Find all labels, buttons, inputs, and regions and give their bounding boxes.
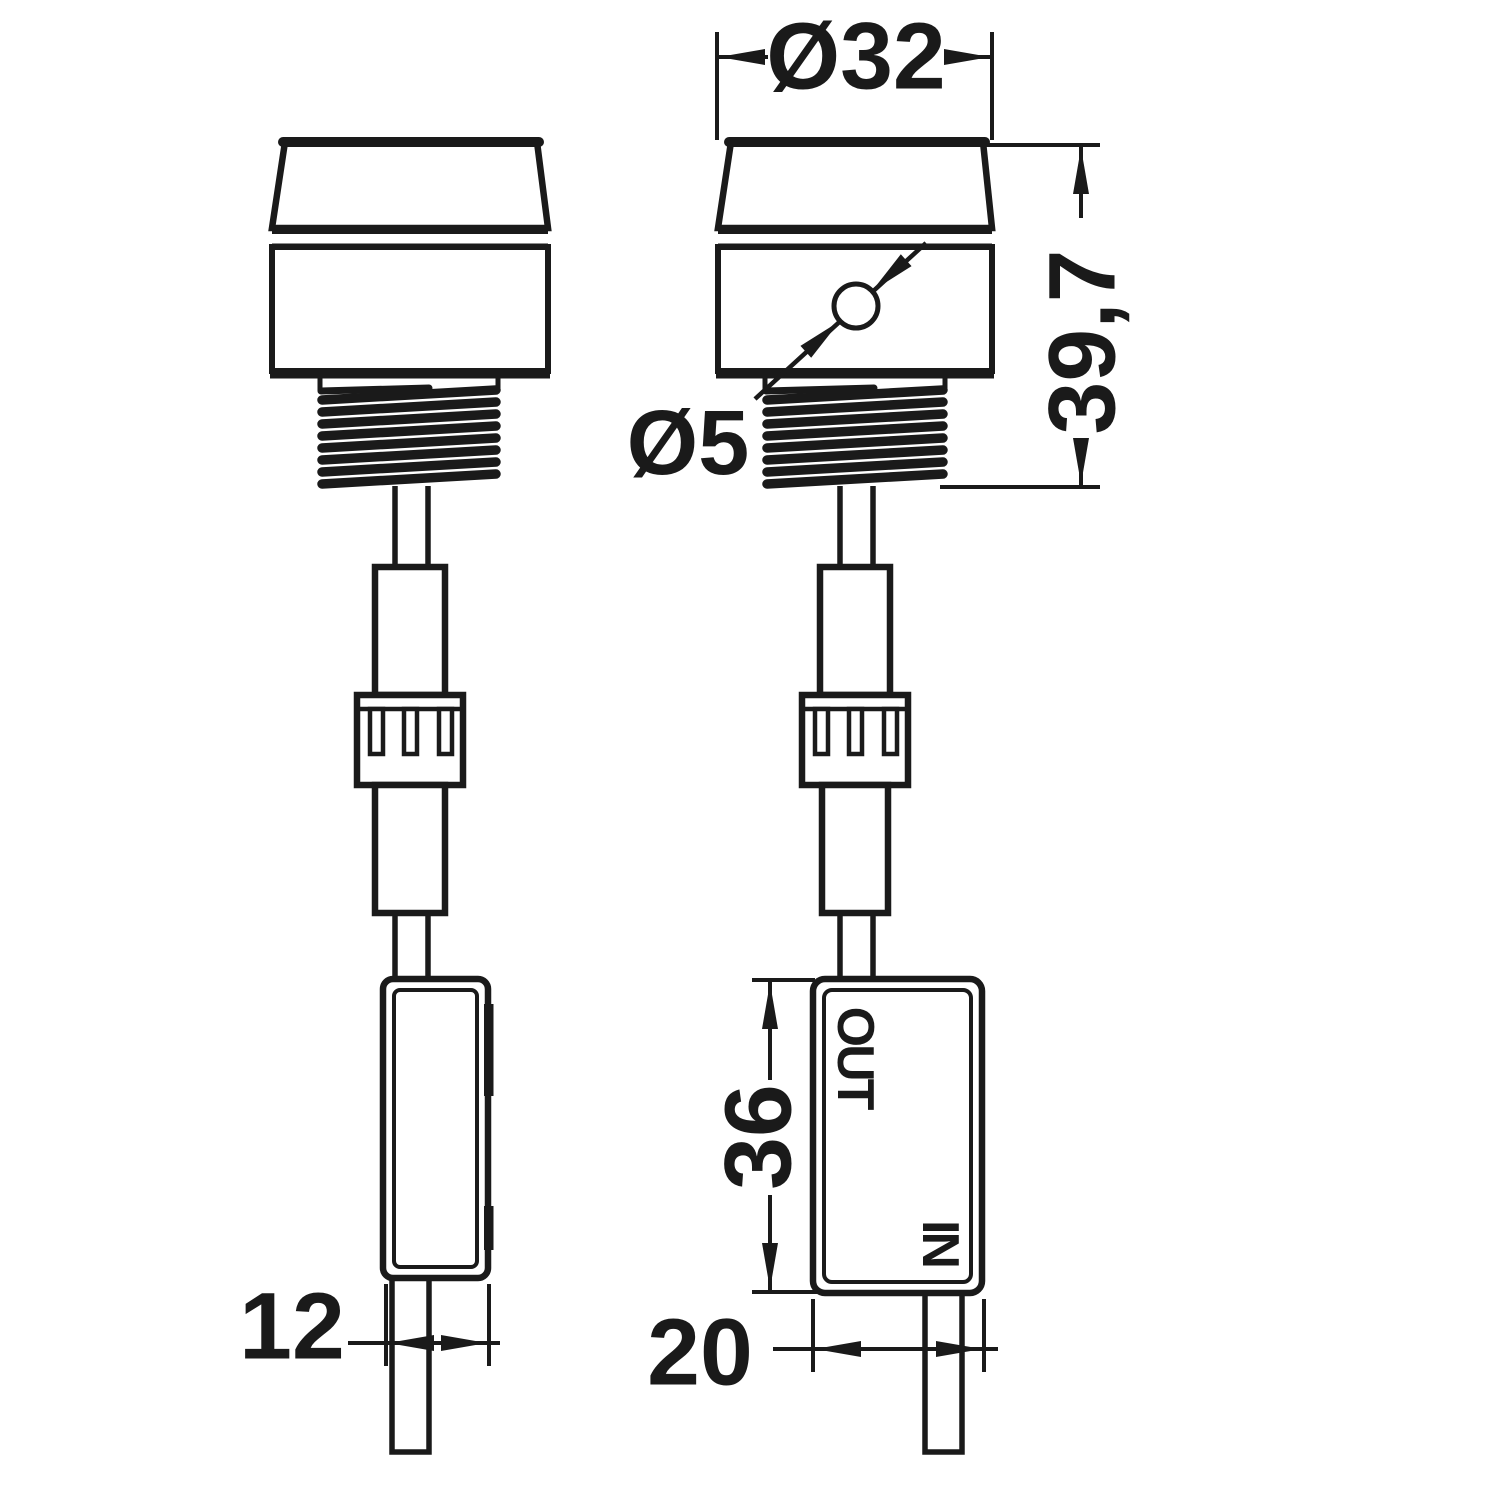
dim-box-height: 36 xyxy=(705,978,835,1294)
label-out: OUT xyxy=(826,1007,884,1111)
cable-upper xyxy=(837,486,876,568)
front-view: OUT IN xyxy=(714,137,996,1455)
connector-pin xyxy=(812,706,831,757)
cable-upper xyxy=(392,486,431,568)
label-in: IN xyxy=(911,1220,969,1266)
dim-text-total-height: 39,7 xyxy=(1029,250,1135,435)
connector-pin xyxy=(401,706,420,757)
cable-sleeve-lower xyxy=(818,781,892,917)
control-box-front: OUT IN xyxy=(809,975,986,1297)
cap-outline xyxy=(714,138,996,232)
dim-box-width: 20 xyxy=(647,1299,998,1405)
connector-pin xyxy=(881,706,900,757)
connector-pin xyxy=(436,706,455,757)
dim-head-diameter: Ø32 xyxy=(715,3,994,140)
dimensions: Ø32 Ø5 39,7 36 xyxy=(239,3,1135,1405)
dim-box-depth: 12 xyxy=(239,1273,500,1379)
hole-callout xyxy=(753,241,928,401)
cable-lower xyxy=(837,913,876,980)
dim-text-box-width: 20 xyxy=(647,1299,753,1405)
box-clip xyxy=(484,1004,494,1096)
hole-circle xyxy=(831,281,881,331)
dim-text-hole-diameter: Ø5 xyxy=(627,392,750,494)
inline-connector xyxy=(353,691,467,789)
connector-pin xyxy=(367,706,386,757)
connector-pin xyxy=(846,706,865,757)
thread-shank xyxy=(762,375,948,489)
cable-bottom xyxy=(389,1274,432,1455)
dim-text-box-depth: 12 xyxy=(239,1273,345,1379)
body-outline xyxy=(269,244,551,374)
cable-sleeve-lower xyxy=(371,781,449,917)
dim-text-box-height: 36 xyxy=(705,1084,811,1190)
cable-bottom xyxy=(922,1288,965,1455)
inline-connector xyxy=(798,691,912,789)
control-box-side xyxy=(379,975,494,1282)
cable-sleeve-upper xyxy=(816,563,894,699)
thread-shank xyxy=(317,375,501,489)
cable-sleeve-upper xyxy=(371,563,449,699)
arrowhead xyxy=(800,321,840,358)
dim-total-height: 39,7 xyxy=(940,143,1135,489)
cap-outline xyxy=(268,138,552,232)
side-view xyxy=(268,137,552,1455)
box-clip xyxy=(484,1206,494,1250)
cable-lower xyxy=(392,913,431,980)
arrowhead xyxy=(872,254,912,291)
dim-text-head-diameter: Ø32 xyxy=(766,3,946,109)
